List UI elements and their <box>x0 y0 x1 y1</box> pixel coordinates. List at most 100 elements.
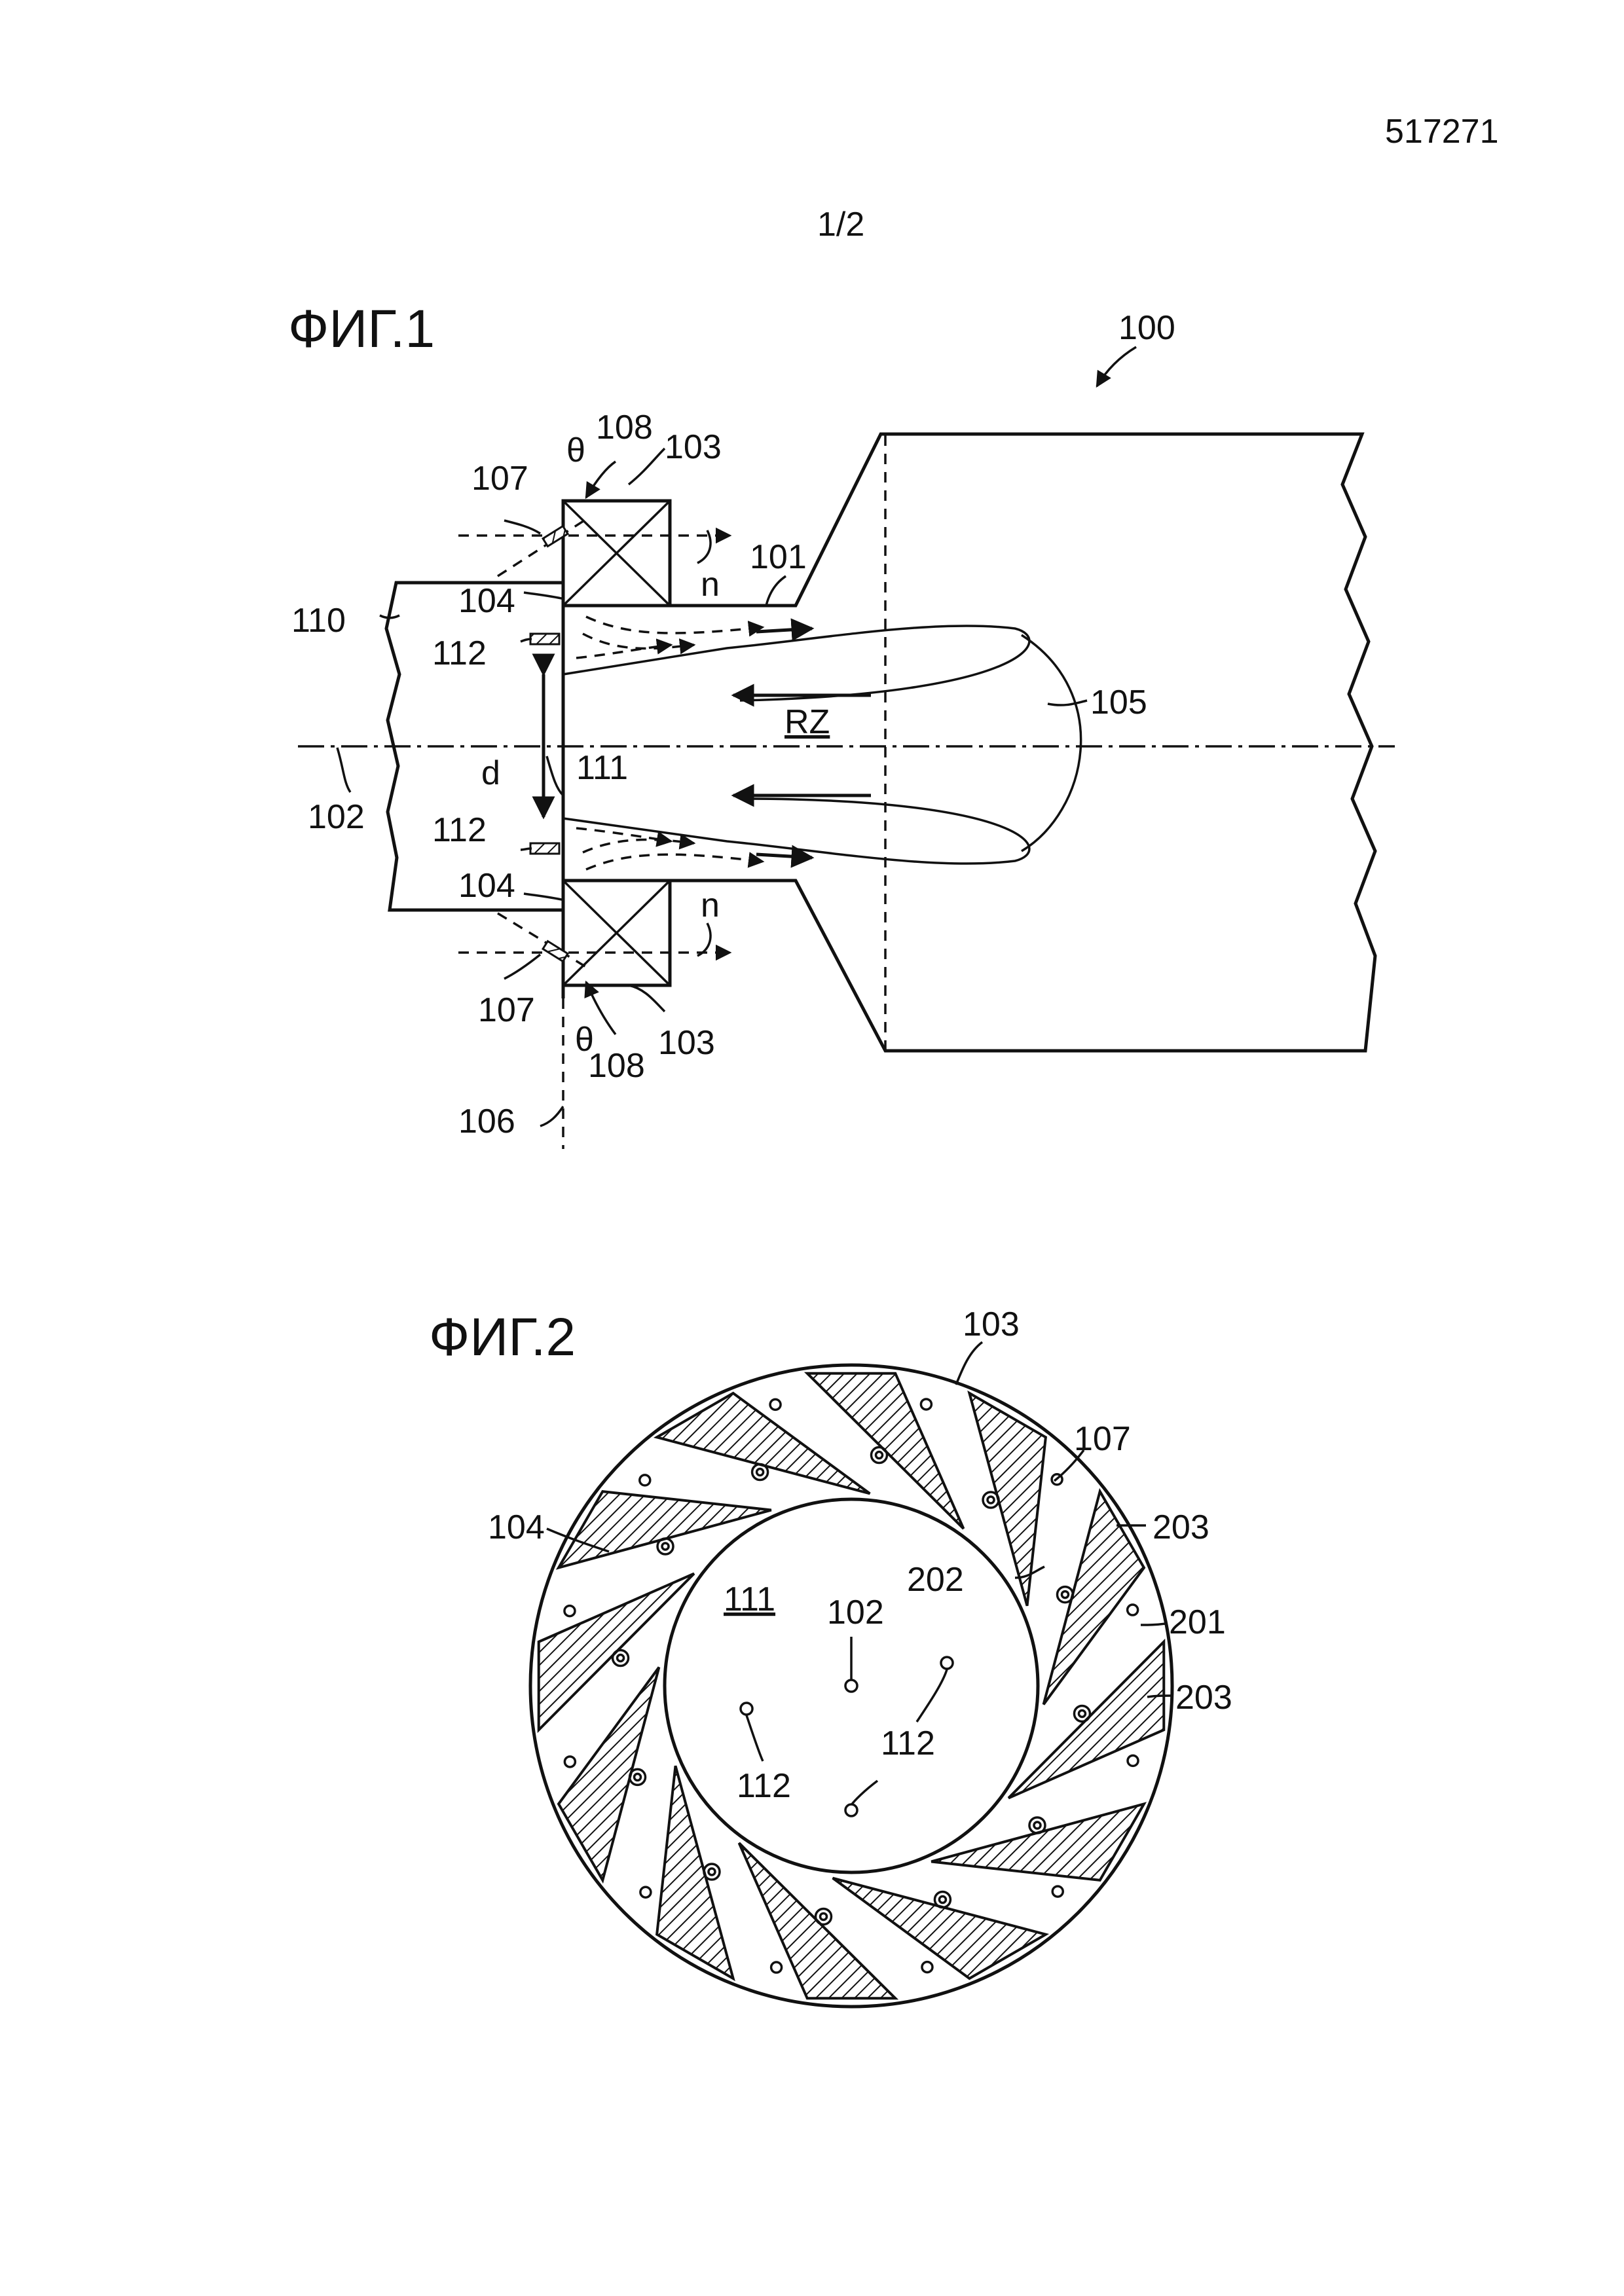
leader-108-top <box>585 460 616 500</box>
label-100: 100 <box>1118 309 1175 347</box>
label-107-bottom: 107 <box>478 991 535 1029</box>
fuel-hole-202 <box>616 1653 625 1663</box>
leader-107-bottom <box>504 953 542 980</box>
label-105: 105 <box>1090 683 1147 721</box>
leader-201 <box>1140 1622 1166 1626</box>
leader-n-bottom <box>697 922 712 957</box>
flow-arrow <box>756 845 815 868</box>
hole-112 <box>940 1656 954 1670</box>
fuel-hole-202 <box>661 1542 670 1551</box>
leader-106 <box>540 1106 564 1127</box>
fuel-hole-202 <box>938 1895 948 1904</box>
swirler-outer-ring <box>528 1363 1174 2009</box>
combustion-chamber <box>786 432 1377 1053</box>
fuel-hole-202 <box>986 1495 995 1504</box>
fuel-hole-107 <box>921 1960 934 1974</box>
fuel-hole-107 <box>1051 1885 1064 1898</box>
inner-core-111 <box>663 1497 1040 1874</box>
label-theta-top: θ <box>566 431 585 469</box>
figure-2-title: ФИГ.2 <box>429 1307 576 1367</box>
fuel-hole-202 <box>1033 1821 1042 1830</box>
label-202: 202 <box>907 1561 964 1599</box>
fuel-hole-107 <box>638 1474 652 1487</box>
fuel-hole-202 <box>628 1768 647 1787</box>
injection-angle-line-bottom <box>497 912 590 970</box>
label-108-top: 108 <box>596 409 653 446</box>
leader-112-top <box>520 638 532 643</box>
fuel-hole-202 <box>703 1863 721 1881</box>
label-103-top: 103 <box>665 428 722 466</box>
label-n-bottom: n <box>701 886 720 924</box>
leader-202 <box>1014 1565 1045 1579</box>
fuel-hole-107 <box>919 1398 933 1411</box>
figure-1: ФИГ.1 <box>288 299 1395 1149</box>
fuel-hole-107 <box>563 1755 577 1768</box>
fuel-hole-107 <box>1126 1603 1139 1616</box>
label-203-top: 203 <box>1153 1508 1209 1546</box>
leader-104-bottom <box>523 892 565 902</box>
label-rz: RZ <box>784 703 830 741</box>
label-104-top: 104 <box>458 582 515 620</box>
flow-arrow <box>585 852 765 871</box>
label-n-top: n <box>701 566 720 604</box>
flow-arrow <box>576 827 673 847</box>
leader-104-top <box>523 591 565 600</box>
label-101: 101 <box>750 538 807 576</box>
flow-arrow <box>585 615 765 637</box>
fuel-hole-202 <box>819 1912 828 1922</box>
label-103-bottom: 103 <box>658 1024 715 1062</box>
fuel-nozzle-107-top <box>541 524 570 548</box>
leader-107 <box>1053 1449 1085 1482</box>
leader-103-bottom <box>628 984 666 1013</box>
fuel-hole-107 <box>639 1886 652 1899</box>
leader-112 <box>915 1669 948 1722</box>
page-number: 1/2 <box>817 206 864 244</box>
swirl-vane <box>931 1802 1147 1882</box>
fuel-hole-202 <box>750 1463 769 1482</box>
label-111: 111 <box>724 1580 775 1618</box>
fuel-holes <box>563 1398 1139 1974</box>
fuel-hole-202 <box>656 1537 674 1556</box>
label-102: 102 <box>827 1594 884 1631</box>
fuel-hole-202 <box>814 1907 833 1926</box>
injection-angle-line-top <box>497 516 590 577</box>
fuel-hole-202 <box>874 1450 884 1460</box>
label-103: 103 <box>963 1305 1020 1343</box>
leader-107-top <box>504 519 541 535</box>
pipe-110 <box>384 581 563 912</box>
swirler-bottom <box>561 879 672 987</box>
fuel-hole-107 <box>769 1398 782 1412</box>
nozzle-112-bottom <box>529 842 561 855</box>
label-201: 201 <box>1169 1603 1226 1641</box>
label-104: 104 <box>488 1508 545 1546</box>
leader-n-top <box>697 530 712 564</box>
swirl-vane <box>555 1489 772 1570</box>
leader-103-top <box>627 447 666 486</box>
label-112-left: 112 <box>737 1767 791 1805</box>
figure-1-title: ФИГ.1 <box>288 299 435 359</box>
leader-203 <box>1147 1694 1173 1698</box>
fuel-hole-202 <box>1060 1590 1070 1599</box>
fuel-hole-202 <box>1028 1816 1046 1834</box>
swirl-vane <box>655 1765 735 1982</box>
leader-108-bottom <box>584 980 617 1036</box>
label-106: 106 <box>458 1102 515 1140</box>
label-110: 110 <box>291 602 346 640</box>
leader-110 <box>379 614 400 619</box>
fuel-hole-202 <box>1077 1709 1087 1719</box>
leader-100 <box>1096 346 1137 388</box>
fuel-hole-202 <box>611 1649 630 1667</box>
swirl-vanes-203 <box>537 1372 1166 2000</box>
fuel-hole-202 <box>870 1446 889 1465</box>
fuel-hole-107 <box>1126 1754 1139 1768</box>
fuel-hole-202 <box>755 1467 765 1477</box>
label-theta-bottom: θ <box>575 1021 594 1059</box>
fuel-hole-107 <box>1050 1473 1063 1486</box>
flow-line-lower <box>563 797 1031 865</box>
swirler-top <box>561 499 672 608</box>
leader-111 <box>545 756 564 797</box>
fuel-hole-202 <box>1056 1585 1075 1604</box>
label-111: 111 <box>576 749 628 787</box>
fuel-hole-202 <box>707 1867 716 1876</box>
